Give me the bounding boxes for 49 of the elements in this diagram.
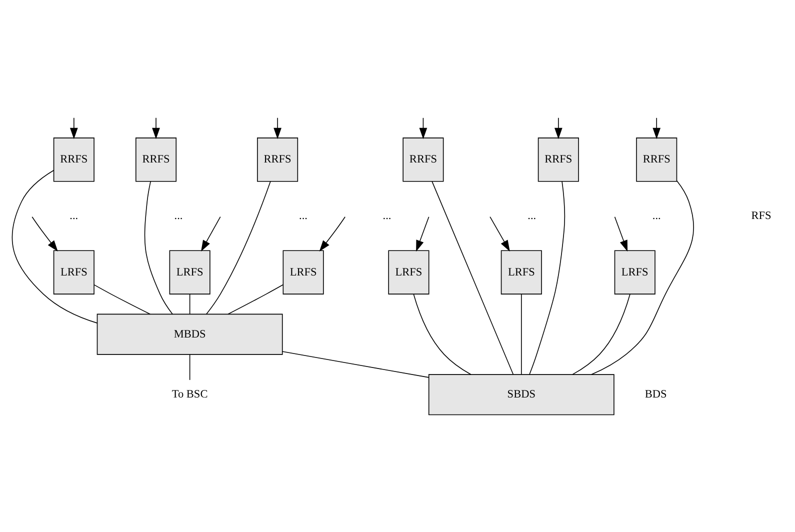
node-box: SBDS [428, 374, 614, 416]
connector [189, 294, 190, 314]
connector [94, 284, 150, 315]
label: BDS [644, 388, 667, 401]
arrow [419, 118, 428, 140]
node-box: RRFS [53, 138, 94, 182]
arrow [32, 216, 58, 252]
node-box: LRFS [53, 250, 94, 294]
arrow [70, 118, 78, 140]
node-box: RRFS [135, 138, 177, 182]
connector [521, 294, 522, 375]
node-box: LRFS [614, 250, 656, 294]
node-box: LRFS [169, 250, 210, 294]
node-box: RRFS [402, 138, 444, 182]
connector [529, 181, 566, 375]
label: RFS [751, 210, 772, 222]
arrow [490, 216, 510, 252]
label: ... [382, 210, 392, 222]
connector [432, 181, 514, 375]
node-box: LRFS [388, 250, 430, 294]
connector [591, 180, 694, 375]
arrow [416, 216, 430, 252]
node-box: RRFS [257, 138, 298, 182]
arrow [201, 216, 221, 252]
node-box: RRFS [538, 138, 579, 182]
node-box: LRFS [282, 250, 324, 294]
connector [12, 170, 98, 324]
node-box: RRFS [636, 138, 678, 182]
connector [189, 354, 190, 380]
arrow [152, 118, 160, 140]
arrow [652, 118, 661, 140]
node-box: MBDS [96, 314, 283, 355]
node-text: To BSC [172, 388, 208, 401]
arrow [554, 118, 562, 140]
connector [144, 181, 173, 315]
label: ... [652, 210, 661, 222]
connector [572, 294, 630, 375]
connector [228, 284, 284, 315]
node-box: LRFS [500, 250, 542, 294]
arrow [614, 216, 628, 252]
connector [282, 351, 430, 378]
label: ... [299, 210, 308, 222]
label: ... [528, 210, 536, 222]
label: ... [174, 210, 183, 222]
label: ... [70, 210, 78, 222]
connector [206, 180, 271, 315]
arrow [319, 216, 346, 252]
arrow [274, 118, 282, 140]
connector [413, 294, 472, 375]
